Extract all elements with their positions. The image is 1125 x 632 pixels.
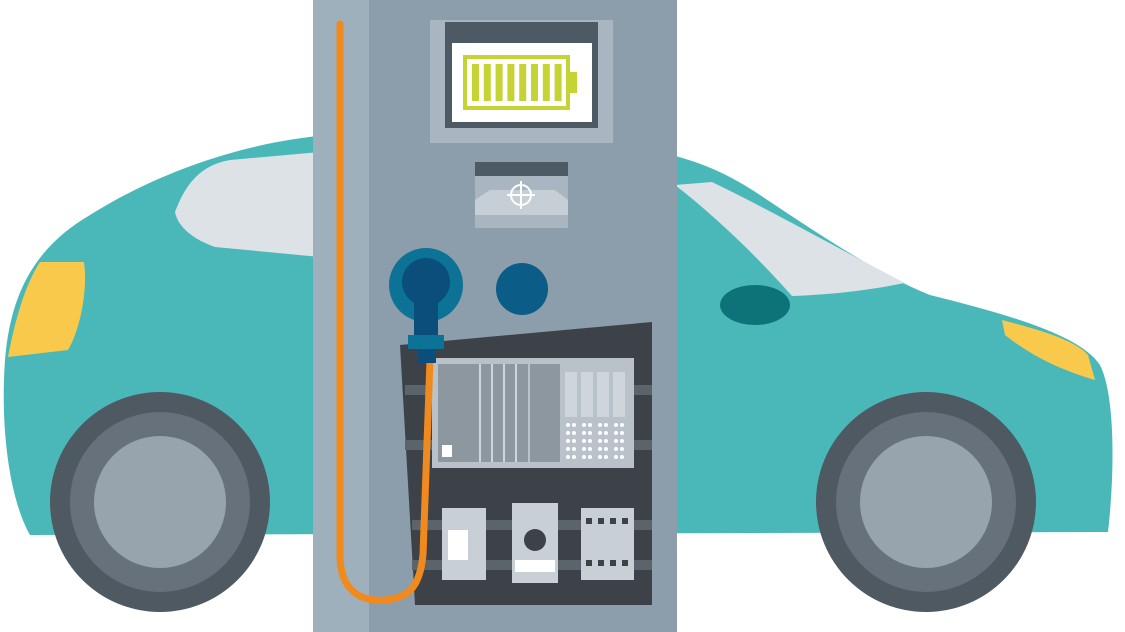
io-terminal bbox=[582, 439, 586, 443]
battery-bar bbox=[554, 64, 562, 101]
io-terminal bbox=[598, 423, 602, 427]
plc-module bbox=[432, 358, 634, 468]
battery-bar bbox=[483, 64, 491, 101]
battery-bar bbox=[495, 64, 503, 101]
io-terminal bbox=[582, 423, 586, 427]
io-terminal bbox=[566, 423, 570, 427]
io-terminal bbox=[614, 447, 618, 451]
front-window bbox=[175, 152, 320, 257]
taillight bbox=[1002, 320, 1095, 380]
card-reader[interactable] bbox=[475, 162, 568, 228]
display-screen bbox=[430, 20, 613, 143]
io-terminal bbox=[582, 447, 586, 451]
io-terminal bbox=[604, 455, 608, 459]
io-terminal bbox=[566, 431, 570, 435]
io-terminal bbox=[620, 431, 624, 435]
io-terminal bbox=[588, 439, 592, 443]
control-cabinet bbox=[400, 322, 652, 605]
start-button[interactable] bbox=[496, 263, 548, 315]
io-terminal bbox=[572, 439, 576, 443]
io-terminal bbox=[598, 455, 602, 459]
headlight bbox=[8, 262, 86, 357]
io-terminal bbox=[598, 431, 602, 435]
io-terminal bbox=[588, 447, 592, 451]
io-terminal bbox=[598, 439, 602, 443]
charging-station bbox=[313, 0, 677, 632]
front-wheel bbox=[50, 392, 270, 612]
io-terminal bbox=[588, 423, 592, 427]
battery-bar bbox=[507, 64, 515, 101]
io-terminal bbox=[620, 439, 624, 443]
io-terminal bbox=[582, 431, 586, 435]
io-terminal bbox=[588, 431, 592, 435]
io-terminal bbox=[604, 439, 608, 443]
io-terminal bbox=[572, 447, 576, 451]
io-terminal bbox=[566, 439, 570, 443]
car bbox=[3, 135, 1113, 612]
battery-bar bbox=[531, 64, 538, 101]
io-terminal bbox=[572, 431, 576, 435]
io-terminal bbox=[582, 455, 586, 459]
io-terminal bbox=[604, 431, 608, 435]
io-terminal bbox=[614, 431, 618, 435]
io-terminal bbox=[620, 423, 624, 427]
io-terminal bbox=[572, 423, 576, 427]
io-terminal bbox=[566, 455, 570, 459]
battery-bar bbox=[472, 64, 479, 101]
charging-plug-icon[interactable] bbox=[389, 248, 463, 363]
crosshair-icon bbox=[507, 181, 535, 209]
battery-bar bbox=[542, 64, 550, 101]
io-terminal bbox=[614, 423, 618, 427]
contactors bbox=[442, 503, 634, 583]
io-terminal bbox=[572, 455, 576, 459]
io-terminal bbox=[620, 447, 624, 451]
battery-full-icon bbox=[463, 55, 577, 110]
door-handle bbox=[720, 285, 790, 325]
io-terminal bbox=[614, 455, 618, 459]
io-terminal bbox=[614, 439, 618, 443]
charging-cable bbox=[336, 20, 434, 604]
battery-bar bbox=[519, 64, 527, 101]
io-terminal bbox=[604, 423, 608, 427]
io-terminal bbox=[620, 455, 624, 459]
io-terminal bbox=[598, 447, 602, 451]
io-terminal bbox=[566, 447, 570, 451]
rear-window bbox=[675, 182, 905, 296]
io-terminal bbox=[604, 447, 608, 451]
rear-wheel bbox=[816, 392, 1036, 612]
io-terminal bbox=[588, 455, 592, 459]
